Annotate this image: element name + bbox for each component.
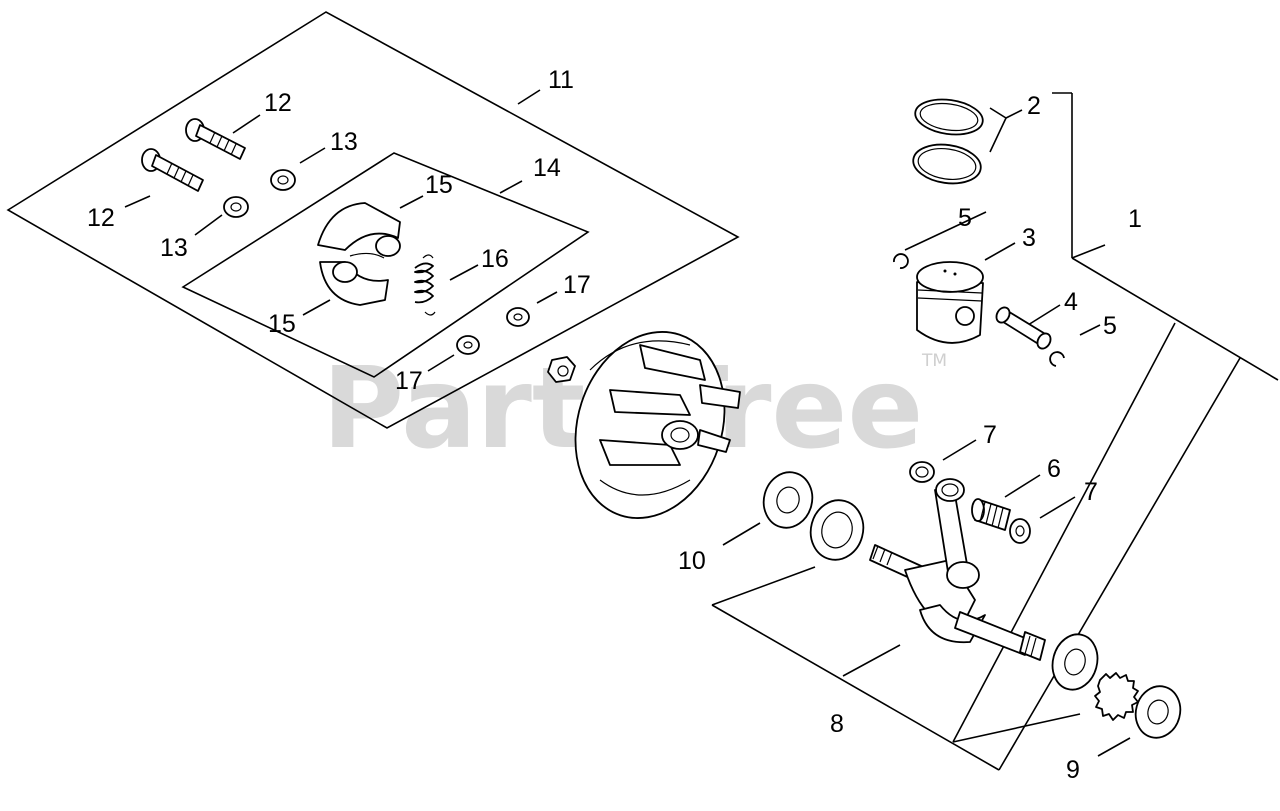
callout-13-lower: 13 bbox=[160, 234, 188, 262]
callout-14: 14 bbox=[533, 154, 561, 182]
callout-5-lower: 5 bbox=[1103, 312, 1117, 340]
callout-9: 9 bbox=[1066, 756, 1080, 784]
callout-8: 8 bbox=[830, 710, 844, 738]
callout-17-lower: 17 bbox=[395, 367, 423, 395]
clutch-spring bbox=[414, 254, 436, 316]
watermark-trademark: TM bbox=[921, 351, 947, 371]
callout-12-lower: 12 bbox=[87, 204, 115, 232]
needle-bearing bbox=[971, 498, 1011, 531]
main-bearings bbox=[762, 471, 865, 561]
piston-pin bbox=[995, 306, 1052, 350]
crankshaft bbox=[869, 478, 1046, 661]
callout-15-lower: 15 bbox=[268, 310, 296, 338]
callout-labels: 1 2 3 4 5 5 6 7 7 8 9 10 11 12 12 13 13 … bbox=[87, 66, 1142, 784]
leader-lines bbox=[124, 107, 1131, 757]
bearing-and-gear bbox=[1051, 633, 1182, 739]
washers-17 bbox=[456, 307, 530, 355]
callout-7-upper: 7 bbox=[983, 421, 997, 449]
flywheel bbox=[547, 331, 741, 519]
callout-11: 11 bbox=[548, 66, 574, 94]
circlips bbox=[893, 253, 1065, 367]
callout-13-upper: 13 bbox=[330, 128, 358, 156]
clutch-bolts bbox=[141, 118, 246, 192]
callout-7-lower: 7 bbox=[1084, 478, 1098, 506]
group-frame-14 bbox=[181, 152, 590, 378]
callout-1: 1 bbox=[1128, 205, 1142, 233]
bracket-piston-assembly bbox=[1052, 92, 1279, 381]
callout-16: 16 bbox=[481, 245, 509, 273]
callout-6: 6 bbox=[1047, 455, 1061, 483]
needle-bearing-washer-lower bbox=[1009, 518, 1031, 544]
callout-15-upper: 15 bbox=[425, 171, 453, 199]
group-frame-11 bbox=[6, 11, 740, 429]
needle-bearing-washer-upper bbox=[909, 461, 935, 483]
callout-3: 3 bbox=[1022, 224, 1036, 252]
piston-rings bbox=[912, 98, 984, 185]
piston bbox=[916, 261, 984, 344]
callout-5-upper: 5 bbox=[958, 204, 972, 232]
callout-12-upper: 12 bbox=[264, 89, 292, 117]
clutch-shoes bbox=[317, 202, 401, 306]
washers-13 bbox=[223, 169, 296, 218]
callout-17-upper: 17 bbox=[563, 271, 591, 299]
callout-10: 10 bbox=[678, 547, 706, 575]
callout-4: 4 bbox=[1064, 288, 1078, 316]
bracket-crankshaft bbox=[711, 322, 1241, 771]
callout-2: 2 bbox=[1027, 92, 1041, 120]
